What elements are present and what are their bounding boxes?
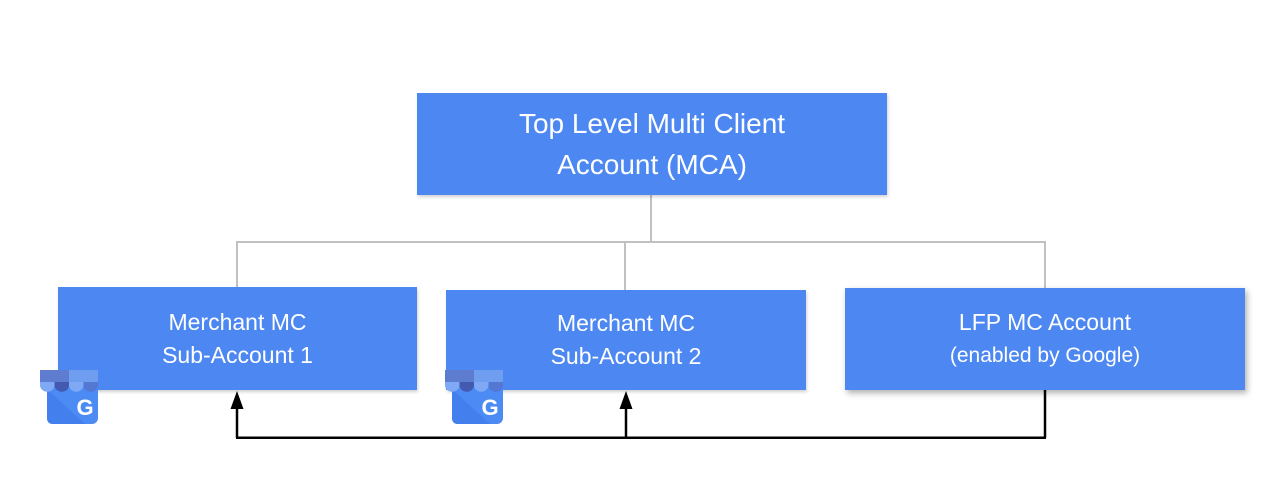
awning-scallop <box>445 382 460 392</box>
node-label-line: Merchant MC <box>168 308 307 335</box>
awning-scallop <box>40 382 55 392</box>
awning-scallop <box>459 382 474 392</box>
node-label-line: Account (MCA) <box>557 149 747 180</box>
arrowheads <box>230 391 633 409</box>
google-business-profile-icon: G <box>40 370 98 424</box>
awning-band-left <box>445 370 474 383</box>
google-business-profile-icon: G <box>445 370 503 424</box>
arrowhead-to-sub1 <box>230 391 244 409</box>
node-label-line: (enabled by Google) <box>949 344 1141 367</box>
awning-scallop <box>54 382 69 392</box>
storefront-body-fold <box>47 389 85 424</box>
node-label-line: Top Level Multi Client <box>518 108 786 139</box>
tree-connector-lines <box>236 195 1046 290</box>
node-merchant-sub-account-1: Merchant MC Sub-Account 1 <box>58 287 417 390</box>
awning-scallop <box>69 382 84 392</box>
awning-scallop <box>488 382 503 392</box>
google-g-letter: G <box>481 395 498 420</box>
node-lfp-mc-account: LFP MC Account (enabled by Google) <box>845 288 1245 390</box>
node-label-line: LFP MC Account <box>958 309 1132 335</box>
node-label-line: Merchant MC <box>556 310 696 336</box>
awning-scallop <box>474 382 489 392</box>
awning-band-right <box>474 370 503 383</box>
node-label-line: Sub-Account 2 <box>550 343 702 369</box>
arrowhead-to-sub2 <box>619 391 633 409</box>
storefront-body-fold <box>452 389 490 424</box>
lfp-feed-arrow-lines <box>235 390 1047 439</box>
node-merchant-sub-account-2: Merchant MC Sub-Account 2 <box>446 290 806 390</box>
awning-band-right <box>69 370 98 383</box>
node-top-level-mca: Top Level Multi Client Account (MCA) <box>417 93 887 195</box>
google-g-letter: G <box>76 395 93 420</box>
awning-scallop <box>83 382 98 392</box>
awning-band-left <box>40 370 69 383</box>
node-label-line: Sub-Account 1 <box>162 341 313 368</box>
